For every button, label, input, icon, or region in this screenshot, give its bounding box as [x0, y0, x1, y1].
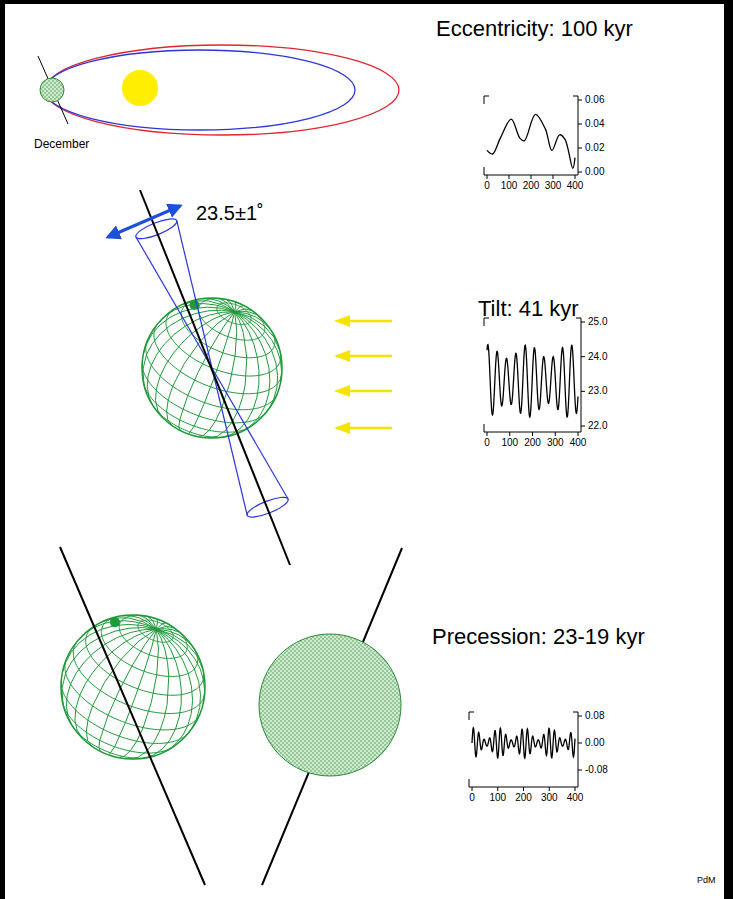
author-initials: PdM — [697, 876, 716, 885]
axis-tick-label: 0 — [484, 438, 490, 448]
axis-tick — [581, 426, 585, 427]
rotation-axis — [60, 547, 205, 885]
axis-tick — [472, 787, 473, 791]
axis-tick — [509, 175, 510, 179]
chart — [469, 712, 582, 791]
axis-tick — [578, 743, 582, 744]
axis-tick-label: 0.00 — [585, 167, 604, 177]
axis-tick — [578, 770, 582, 771]
axis-tick-label: 0.00 — [585, 738, 604, 748]
sun-ray — [348, 320, 392, 323]
chart-axes — [484, 96, 578, 175]
axis-tick — [578, 432, 579, 436]
axis-tick-label: 400 — [570, 438, 587, 448]
axis-tick-label: 0 — [469, 793, 475, 803]
orbit-eccentric — [45, 45, 399, 135]
axis-tick — [549, 787, 550, 791]
sun-ray-head — [334, 315, 350, 327]
axis-tick — [487, 432, 488, 436]
graticule — [61, 615, 205, 759]
globe-disc — [259, 634, 401, 776]
cycle-curve — [487, 114, 575, 168]
axis-tick — [487, 175, 488, 179]
axis-tick-label: 300 — [545, 181, 562, 191]
cycle-heading: Eccentricity: 100 kyr — [436, 18, 633, 40]
axis-tick — [581, 322, 585, 323]
axis-tick-label: 0 — [484, 181, 490, 191]
axis-tick-label: 400 — [567, 181, 584, 191]
chart — [484, 318, 585, 436]
axis-tick-label: -0.08 — [585, 765, 608, 775]
sun-ray — [348, 355, 392, 358]
frame-bar — [724, 0, 733, 899]
axis-tick-label: 100 — [489, 793, 506, 803]
axis-tick-label: 23.0 — [588, 386, 607, 396]
sun-ray-head — [334, 422, 350, 434]
axis-tick — [575, 787, 576, 791]
globe-wireframe — [61, 615, 205, 759]
axis-tick-label: 100 — [501, 438, 518, 448]
axis-tick — [578, 172, 582, 173]
axis-tick — [578, 100, 582, 101]
position-label: December — [34, 138, 89, 150]
axis-tick-label: 0.08 — [585, 711, 604, 721]
rotation-axis — [140, 190, 290, 565]
sun-ray — [348, 427, 392, 430]
axis-tick-label: 300 — [547, 438, 564, 448]
axis-tick-label: 0.02 — [585, 143, 604, 153]
axis-tick-label: 200 — [515, 793, 532, 803]
axis-tick — [532, 432, 533, 436]
tilt-value: 23.5±1˚ — [196, 203, 264, 223]
axis-tick-label: 300 — [541, 793, 558, 803]
axis-tick-label: 0.06 — [585, 95, 604, 105]
axis-tick — [575, 175, 576, 179]
cycle-heading: Tilt: 41 kyr — [478, 298, 579, 320]
cycle-curve — [487, 345, 578, 417]
chart-axes — [469, 712, 578, 787]
axis-tick-label: 24.0 — [588, 352, 607, 362]
pole-cap — [110, 617, 120, 627]
axis-tick-label: 200 — [523, 181, 540, 191]
axis-tick-label: 200 — [524, 438, 541, 448]
axis-tick — [555, 432, 556, 436]
cone-side — [212, 368, 247, 515]
cone-side — [136, 237, 212, 368]
sun-ray-head — [334, 385, 350, 397]
cycle-curve — [472, 728, 575, 758]
sun — [122, 70, 158, 106]
sun-ray-head — [334, 350, 350, 362]
axis-tick-label: 25.0 — [588, 317, 607, 327]
axis-tick-label: 400 — [567, 793, 584, 803]
time-series-charts — [469, 96, 585, 791]
axis-tick — [581, 391, 585, 392]
axis-tick — [578, 716, 582, 717]
axis-tick — [578, 124, 582, 125]
frame-bar — [0, 0, 5, 899]
axis-tick-label: 22.0 — [588, 421, 607, 431]
sun-ray — [348, 390, 392, 393]
chart — [484, 96, 582, 179]
axis-tick — [497, 787, 498, 791]
frame-bar — [0, 0, 733, 4]
axis-tick — [581, 356, 585, 357]
cone-side — [212, 368, 288, 499]
axis-tick — [509, 432, 510, 436]
sunlight-arrows — [334, 315, 392, 434]
cycle-heading: Precession: 23-19 kyr — [432, 626, 645, 648]
axis-tick — [523, 787, 524, 791]
axis-tick — [578, 148, 582, 149]
earth-axis — [38, 56, 68, 124]
axis-tick — [553, 175, 554, 179]
tilt-range-arrow — [108, 206, 180, 237]
axis-tick-label: 100 — [501, 181, 518, 191]
chart-axes — [484, 318, 581, 432]
axis-tick-label: 0.04 — [585, 119, 604, 129]
axis-tick — [531, 175, 532, 179]
orbit-circular — [45, 50, 355, 130]
globe-outline — [61, 615, 205, 759]
earth-small — [40, 78, 64, 102]
